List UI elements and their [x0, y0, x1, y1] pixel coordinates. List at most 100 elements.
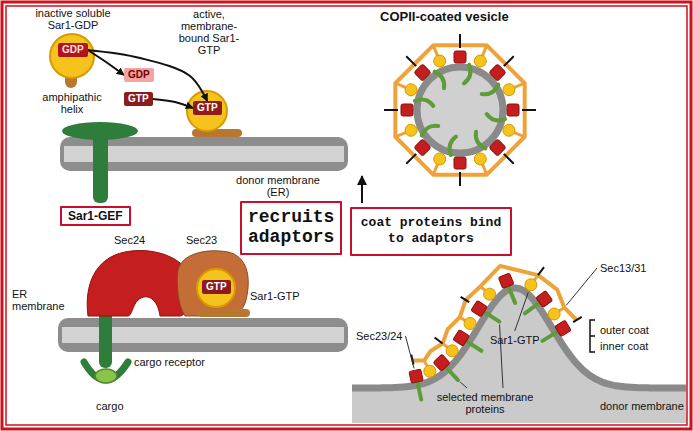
leader-line [515, 292, 528, 331]
leader-lines [405, 268, 597, 388]
part-label: cargo receptor [134, 356, 205, 368]
protein-label: Sec23/24 [356, 330, 402, 342]
sar1-subunit [424, 365, 436, 377]
coat-tick [573, 317, 582, 322]
sar1-subunit [474, 55, 486, 67]
panel-title: COPII-coated vesicle [380, 9, 509, 24]
reaction-arrow [88, 50, 124, 75]
leader-line [460, 382, 467, 388]
sar1-subunit [503, 124, 515, 136]
nucleotide-tag: GTP [202, 280, 231, 294]
frame-inner [6, 6, 687, 425]
sec23-24-subunit [453, 329, 470, 346]
coat-tick [538, 267, 544, 275]
box-text: GDP [128, 69, 150, 81]
box-text: recruits adaptors [248, 208, 334, 248]
sar1-subunit [525, 279, 537, 291]
box-text: GTP [128, 93, 149, 105]
protein-label: Sar1-GTP [250, 290, 300, 302]
coat-tick [406, 154, 416, 164]
sar1-gef-protein [62, 122, 138, 203]
cargo-protein [450, 137, 456, 155]
sec23-24-subunit [433, 354, 450, 371]
coat-tick [461, 297, 469, 302]
sar1-subunit [405, 124, 417, 136]
sec23-24-subunit [507, 104, 519, 116]
box-text: coat proteins bind to adaptors [358, 215, 504, 248]
coat-tick [406, 56, 416, 66]
membrane-label: ER membrane [12, 288, 68, 312]
cargo-protein [476, 132, 486, 149]
sar1-protein [50, 34, 94, 78]
amphipathic-helix [198, 309, 250, 317]
coat-bracket [590, 320, 595, 352]
membrane-label: donor membrane [600, 400, 684, 412]
box-text: GTP [206, 281, 227, 293]
protein-label: Sec13/31 [600, 262, 646, 274]
protein-label: Sec23 [186, 234, 217, 246]
cargo-protein [482, 85, 499, 95]
sec23-24-subunit [536, 291, 553, 308]
sec23-24-subunit [414, 139, 431, 156]
membrane-region [352, 288, 687, 423]
sec23-24-subunit [454, 157, 466, 169]
coat-tick [459, 172, 461, 186]
step-note-box: coat proteins bind to adaptors [350, 207, 512, 256]
nucleotide-tag: GDP [124, 68, 154, 82]
sar1-subunit [464, 317, 476, 329]
sar1-protein [197, 269, 235, 307]
sar1-subunit [405, 84, 417, 96]
budding-membrane [352, 266, 687, 423]
gef-cap [62, 122, 138, 140]
protein-label: Sar1-GTP [490, 334, 540, 346]
sec23-24-subunit [401, 104, 413, 116]
sar1-subunit [484, 288, 496, 300]
coat-tick [522, 109, 536, 111]
cargo-protein [422, 126, 439, 136]
nucleotide-tag: GTP [193, 101, 222, 115]
sec23-24-subunit [555, 320, 571, 336]
sar1-subunit [434, 153, 446, 165]
sec23-24-subunit [489, 139, 506, 156]
sec23-24-subunit [471, 300, 488, 317]
sec23-24-subunit [489, 64, 506, 81]
membrane-surface [352, 288, 686, 388]
outer-coat-lattice [395, 45, 524, 174]
sar1-subunit [434, 55, 446, 67]
coat-tick [435, 337, 443, 343]
cargo-protein [464, 65, 470, 83]
nucleotide-tag: GDP [58, 43, 88, 57]
sec23-24-subunit [414, 64, 431, 81]
sec24-protein [87, 251, 191, 316]
cargo-protein [415, 100, 433, 106]
nucleotide-tag: GTP [124, 92, 153, 106]
coat-tick [459, 34, 461, 48]
box-text: GTP [197, 102, 218, 114]
sec23-24-subunit [409, 369, 423, 383]
coat-tick [384, 109, 398, 111]
sar1-inactive [50, 34, 94, 88]
enzyme-label-box: Sar1-GEF [60, 206, 131, 226]
coat-label: outer coat [600, 324, 649, 336]
sar1-subunit [503, 84, 515, 96]
box-text: GDP [62, 44, 84, 56]
sec23-protein [177, 251, 248, 316]
coat-tick [504, 154, 514, 164]
part-label: cargo [96, 400, 124, 412]
reaction-arrow [153, 99, 193, 108]
membrane-label: donor membrane (ER) [236, 174, 320, 198]
outer-coat-lattice [413, 266, 577, 361]
coat-label: inner coat [600, 340, 648, 352]
gef-stem [93, 131, 108, 203]
vesicle-membrane [417, 67, 503, 153]
step-note-box: recruits adaptors [240, 201, 342, 255]
sec23-24-subunit [454, 51, 466, 63]
sec23-24-subunit [498, 273, 514, 289]
protein-label: Sec24 [114, 234, 145, 246]
process-arrow [361, 176, 363, 203]
sar1-subunit [446, 345, 458, 357]
coat-tick [504, 56, 514, 66]
